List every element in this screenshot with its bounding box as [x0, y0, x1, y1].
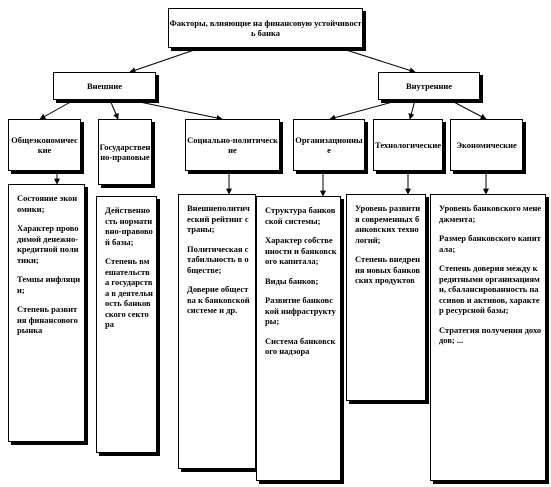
category-economic: Общеэкономические: [8, 119, 81, 171]
detail-item: Уровень банковского менеджмента;: [439, 203, 542, 224]
detail-item: Темпы инфляции;: [17, 274, 81, 295]
arrow-external-to-economic: [39, 99, 75, 120]
category-social-political-label: Социально-политические: [187, 134, 278, 156]
detail-item: Политическая стабильность в обществе;: [187, 243, 249, 275]
details-social-political: Внешнеполитический рейтинг страны; Полит…: [178, 194, 256, 469]
category-economic-internal-label: Экономические: [456, 139, 517, 150]
arrow-external-to-state-legal: [109, 99, 119, 120]
detail-item: Развитие банковской инфраструктуры;: [265, 295, 336, 326]
detail-item: Степень внедрения новых банковских проду…: [355, 254, 421, 285]
detail-item: Доверие общества к банковской системе и …: [187, 284, 250, 315]
category-organizational: Организационные: [293, 119, 365, 171]
arrow-root-to-external: [129, 47, 201, 74]
detail-item: Структура банковской системы;: [265, 205, 336, 226]
detail-item: Размер банковского капитала;: [439, 233, 541, 254]
category-state-legal: Государственно-правовые: [98, 119, 152, 185]
detail-item: Уровень развития современных банковских …: [355, 203, 421, 245]
details-state-legal: Действенность нормативно-правовой базы; …: [96, 196, 157, 453]
category-economic-label: Общеэкономические: [11, 134, 78, 156]
group-external: Внешние: [53, 72, 156, 100]
group-external-label: Внешние: [86, 80, 123, 91]
root-node: Факторы, влияющие на финансовую устойчив…: [168, 8, 363, 48]
category-economic-internal: Экономические: [450, 119, 523, 171]
group-internal: Внутренние: [378, 72, 480, 100]
details-technological: Уровень развития современных банковских …: [346, 194, 426, 401]
detail-item: Система банковского надзора: [265, 335, 336, 357]
root-node-label: Факторы, влияющие на финансовую устойчив…: [169, 17, 362, 39]
category-social-political: Социально-политические: [185, 119, 280, 171]
details-economic-internal: Уровень банковского менеджмента; Размер …: [430, 194, 546, 481]
detail-item: Характер собственности и банковского кап…: [265, 235, 337, 266]
category-technological: Технологические: [373, 119, 443, 171]
detail-item: Степень вмешательства государства в деят…: [105, 256, 153, 329]
detail-item: Стратегия получения доходов; ...: [439, 324, 542, 346]
detail-item: Степень доверия между кредитными организ…: [439, 263, 540, 315]
details-organizational: Структура банковской системы; Характер с…: [256, 196, 341, 481]
detail-item: Степень развития финансового рынка: [17, 304, 78, 335]
group-internal-label: Внутренние: [405, 80, 453, 91]
arrow-root-to-internal: [339, 47, 416, 74]
category-organizational-label: Организационные: [295, 134, 363, 156]
arrow-internal-to-technological: [408, 99, 416, 120]
arrow-external-to-social-political: [129, 99, 223, 121]
detail-item: Виды банков;: [265, 275, 319, 286]
arrow-internal-to-economic-internal: [449, 99, 487, 120]
detail-item: Состояние экономики;: [17, 193, 78, 214]
category-technological-label: Технологические: [374, 139, 442, 150]
category-state-legal-label: Государственно-правовые: [99, 141, 151, 163]
arrow-internal-to-organizational: [329, 99, 401, 121]
detail-item: Действенность нормативно-правовой базы;: [105, 205, 153, 247]
detail-item: Характер проводимой денежно-кредитной по…: [17, 223, 79, 265]
detail-item: Внешнеполитический рейтинг страны;: [187, 203, 250, 234]
details-economic: Состояние экономики; Характер проводимой…: [8, 184, 85, 442]
